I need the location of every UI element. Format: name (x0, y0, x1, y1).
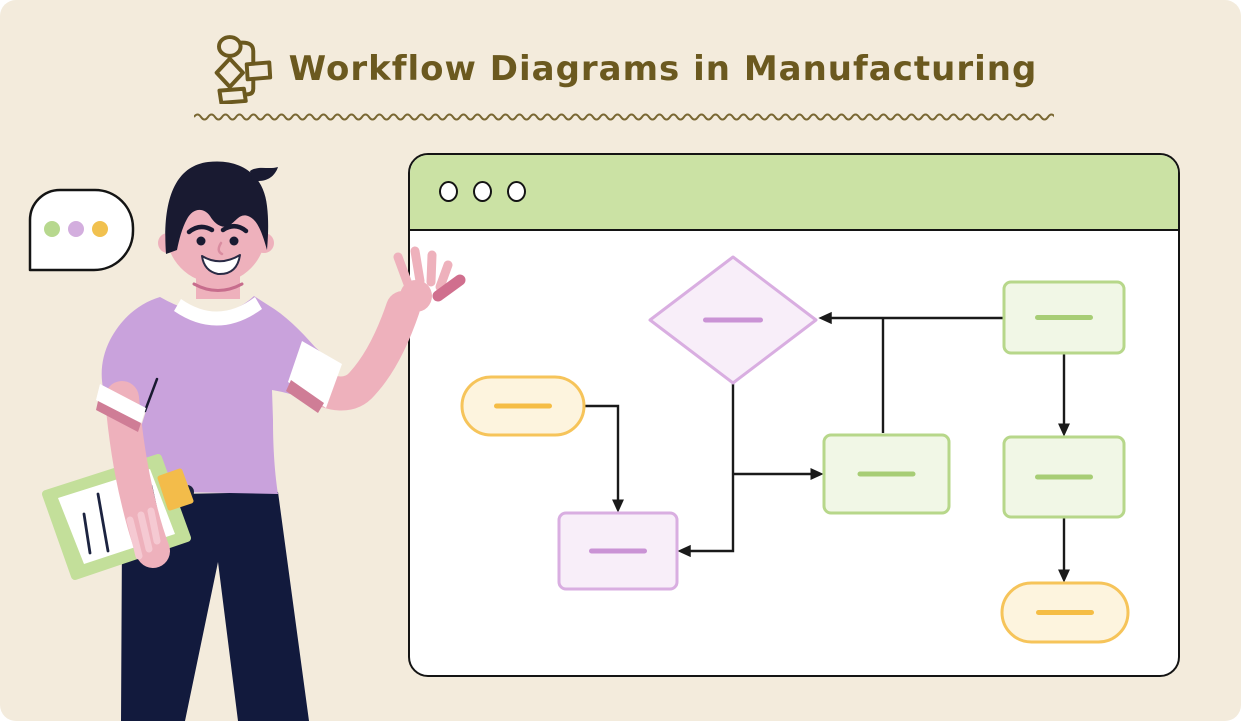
sleeve-trim-left (96, 384, 146, 424)
flowchart-icon (214, 35, 272, 104)
flowchart-edge-decision-process-left (677, 383, 735, 558)
bubble-dot-purple (68, 221, 84, 237)
smile (201, 254, 241, 276)
speech-bubble (28, 188, 135, 272)
flowchart-diagram (460, 255, 1130, 644)
flowchart-edge-start-process-left (584, 404, 625, 513)
page-title: Workflow Diagrams in Manufacturing (288, 49, 1038, 89)
person-head (158, 161, 278, 299)
flowchart-node-label-line (1036, 610, 1094, 615)
flowchart-node-label-line (1035, 474, 1093, 480)
clipboard-text-lines (82, 478, 159, 555)
bubble-dot-green (44, 221, 60, 237)
flowchart-node-label-line (857, 471, 916, 477)
window-control-dot (473, 181, 492, 202)
browser-window-header (410, 155, 1178, 231)
person-pants (121, 492, 309, 721)
clipboard-clip (157, 468, 194, 511)
browser-window-mockup (408, 153, 1180, 677)
left-hand-fingers (126, 507, 161, 560)
window-control-dot (507, 181, 526, 202)
person-left-arm (96, 381, 170, 568)
sleeve-trim-right (288, 341, 342, 408)
flowchart-node-label-line (703, 317, 763, 323)
collar (174, 297, 262, 326)
title-underline-squiggle (194, 113, 1054, 121)
flowchart-node-label-line (589, 548, 647, 554)
bubble-dot-yellow (92, 221, 108, 237)
flowchart-node-label-line (1035, 315, 1093, 320)
person-shirt (101, 296, 339, 494)
window-control-dot (439, 181, 458, 202)
clip-knob (180, 485, 194, 499)
shirt-crease (143, 377, 159, 413)
clipboard (42, 454, 194, 580)
title-block: Workflow Diagrams in Manufacturing (190, 34, 1058, 122)
hair (165, 161, 269, 254)
flowchart-node-label-line (494, 403, 552, 409)
